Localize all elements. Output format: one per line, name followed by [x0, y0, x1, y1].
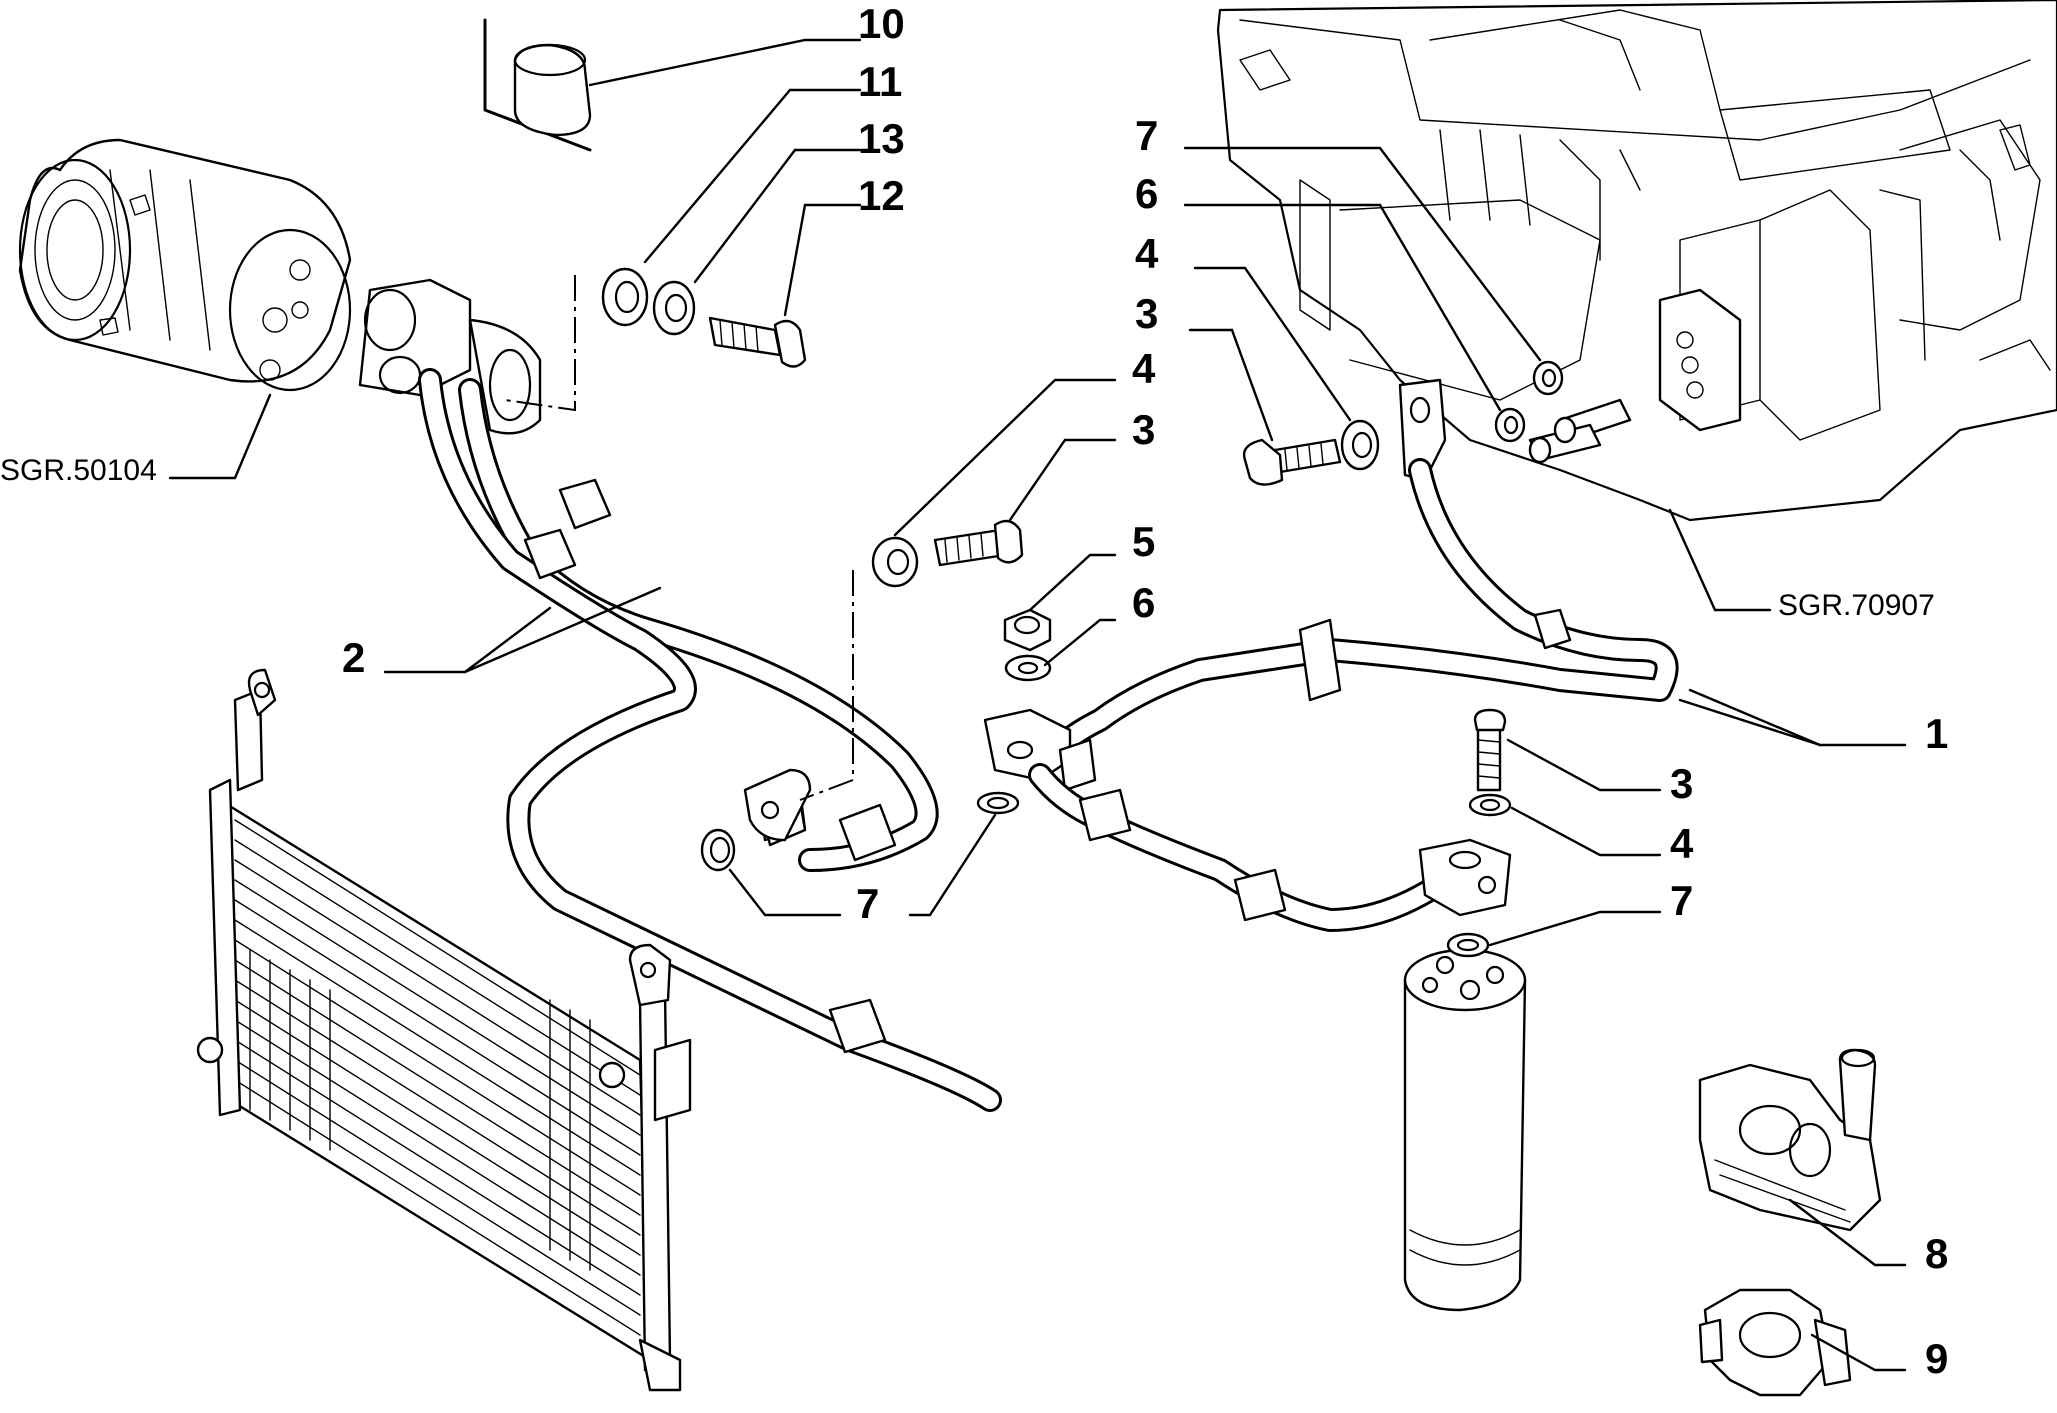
oring-part-7-left-a	[700, 828, 736, 872]
leader-12	[783, 203, 862, 317]
leader-3-top	[1188, 328, 1274, 442]
bolt-part-3-right	[1473, 708, 1507, 792]
washer-part-4-right	[1468, 793, 1512, 817]
oring-part-7-right	[1446, 932, 1490, 958]
leader-1-b	[1678, 698, 1822, 747]
leader-4-top	[1193, 266, 1352, 422]
oring-part-7-left-b	[976, 791, 1020, 815]
clip-part-8	[1698, 1048, 1882, 1232]
oring-part-7-top	[1532, 360, 1564, 396]
compressor-reference-leader	[168, 393, 272, 480]
condenser	[196, 668, 692, 1392]
leader-3-left	[1008, 438, 1117, 522]
leader-11	[643, 88, 862, 264]
callout-3-right: 3	[1670, 760, 1693, 807]
washer-part-11	[601, 267, 649, 327]
callout-5: 5	[1132, 518, 1155, 565]
callout-3-left: 3	[1132, 406, 1155, 453]
washer-part-6-mid	[1004, 654, 1052, 682]
callout-1: 1	[1925, 710, 1948, 757]
callout-3-top: 3	[1135, 290, 1158, 337]
pipe-assembly-2	[358, 275, 1002, 1112]
leader-7-left-b	[908, 813, 997, 917]
receiver-drier	[1403, 948, 1527, 1312]
leader-7-right	[1488, 910, 1662, 947]
callout-4-top: 4	[1135, 230, 1159, 277]
washer-part-6-top	[1494, 407, 1526, 443]
washer-part-4-left	[871, 536, 919, 588]
leader-8	[1788, 1198, 1907, 1267]
washer-part-4-top	[1340, 419, 1380, 471]
leader-6-top	[1183, 203, 1502, 412]
compressor	[18, 138, 352, 392]
nut-part-5	[1003, 608, 1052, 652]
callout-10: 10	[858, 0, 905, 47]
callout-6-top: 6	[1135, 170, 1158, 217]
callout-13: 13	[858, 115, 905, 162]
sleeve-part-10	[483, 18, 592, 152]
pipe-assembly-1	[983, 378, 1679, 932]
heater-unit-reference-leader	[1668, 508, 1772, 612]
callout-4-left: 4	[1132, 345, 1156, 392]
callout-12: 12	[858, 172, 905, 219]
leader-4-right	[1510, 806, 1662, 857]
leader-10	[588, 38, 862, 87]
leader-5	[1028, 553, 1117, 612]
compressor-reference-label: SGR.50104	[0, 454, 157, 487]
bolt-part-3-left	[933, 519, 1024, 567]
bolt-part-3-top	[1242, 438, 1342, 486]
leader-7-top	[1183, 146, 1542, 362]
heater-unit-housing	[1216, 0, 2057, 522]
leader-9	[1810, 1333, 1907, 1372]
clip-part-9	[1698, 1288, 1852, 1397]
callout-7-right: 7	[1670, 877, 1693, 924]
leader-2-b	[463, 586, 662, 674]
callout-8: 8	[1925, 1230, 1948, 1277]
leader-7-left-a	[728, 868, 842, 917]
callout-6-mid: 6	[1132, 579, 1155, 626]
callout-4-right: 4	[1670, 820, 1694, 867]
callout-2: 2	[342, 634, 365, 681]
leader-4-left	[893, 378, 1117, 537]
callout-11: 11	[858, 58, 902, 105]
washer-part-13	[652, 280, 696, 336]
leader-6-mid	[1043, 618, 1117, 667]
callout-9: 9	[1925, 1335, 1948, 1382]
heater-unit-reference-label: SGR.70907	[1778, 589, 1935, 622]
bolt-part-12	[708, 316, 807, 368]
leader-2-a	[383, 606, 552, 674]
callout-7-top: 7	[1135, 112, 1158, 159]
leader-3-right	[1506, 738, 1662, 792]
leader-13	[693, 148, 862, 284]
hose-fitting-left	[743, 768, 812, 847]
callout-7-left: 7	[856, 880, 879, 927]
